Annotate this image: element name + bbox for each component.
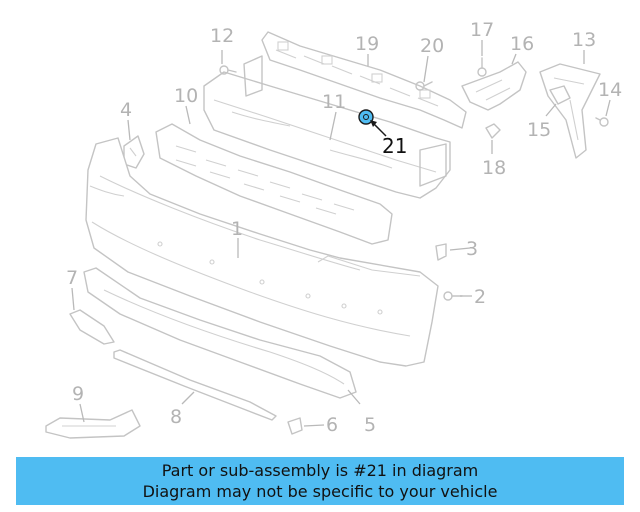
callout-20: 20 (420, 35, 444, 57)
callout-18: 18 (482, 157, 506, 179)
callout-2: 2 (474, 286, 486, 308)
part-21-highlighted-clip (358, 109, 374, 125)
part-1-bumper-cover (85, 137, 439, 367)
part-5-lower-valance (83, 267, 357, 399)
callout-4: 4 (120, 99, 132, 121)
callout-15: 15 (527, 119, 551, 141)
info-banner: Part or sub-assembly is #21 in diagram D… (16, 457, 624, 505)
banner-line-part-number: Part or sub-assembly is #21 in diagram (161, 461, 479, 480)
part-8-lower-strip (113, 349, 277, 421)
callout-12: 12 (210, 25, 234, 47)
callout-7: 7 (66, 267, 78, 289)
callout-13: 13 (572, 29, 596, 51)
callout-17: 17 (470, 19, 494, 41)
part-17-bolt (477, 57, 487, 77)
callout-1: 1 (231, 218, 243, 240)
part-7-lower-trim (69, 309, 115, 345)
part-11-energy-absorber (155, 123, 393, 245)
exploded-bumper-diagram: 12 19 20 17 16 13 14 15 18 10 11 4 1 3 2… (45, 19, 622, 439)
part-15-clip (549, 85, 571, 105)
callout-labels: 12 19 20 17 16 13 14 15 18 10 11 4 1 3 2… (66, 19, 622, 436)
callout-5: 5 (364, 414, 376, 436)
part-2-bolt (443, 291, 463, 301)
callout-3: 3 (466, 238, 478, 260)
callout-10: 10 (174, 85, 198, 107)
part-9-reflector (45, 409, 141, 439)
part-18-clip (485, 123, 501, 139)
callout-11: 11 (322, 91, 346, 113)
part-6-clip (287, 417, 303, 435)
callout-14: 14 (598, 79, 622, 101)
callout-6: 6 (326, 414, 338, 436)
callout-19: 19 (355, 33, 379, 55)
callout-8: 8 (170, 406, 182, 428)
part-13-right-bracket (539, 63, 601, 159)
part-14-bolt (595, 117, 609, 127)
part-4-side-bracket (123, 135, 145, 169)
part-20-bolt (415, 81, 433, 91)
part-3-clip (435, 243, 447, 261)
callout-21-highlighted: 21 (382, 134, 407, 158)
part-16-side-bracket (461, 61, 527, 111)
callout-16: 16 (510, 33, 534, 55)
part-12-bolt (219, 65, 237, 75)
leader-lines (71, 40, 611, 427)
callout-9: 9 (72, 383, 84, 405)
part-19-upper-bracket (261, 31, 467, 129)
banner-line-disclaimer: Diagram may not be specific to your vehi… (142, 482, 498, 501)
